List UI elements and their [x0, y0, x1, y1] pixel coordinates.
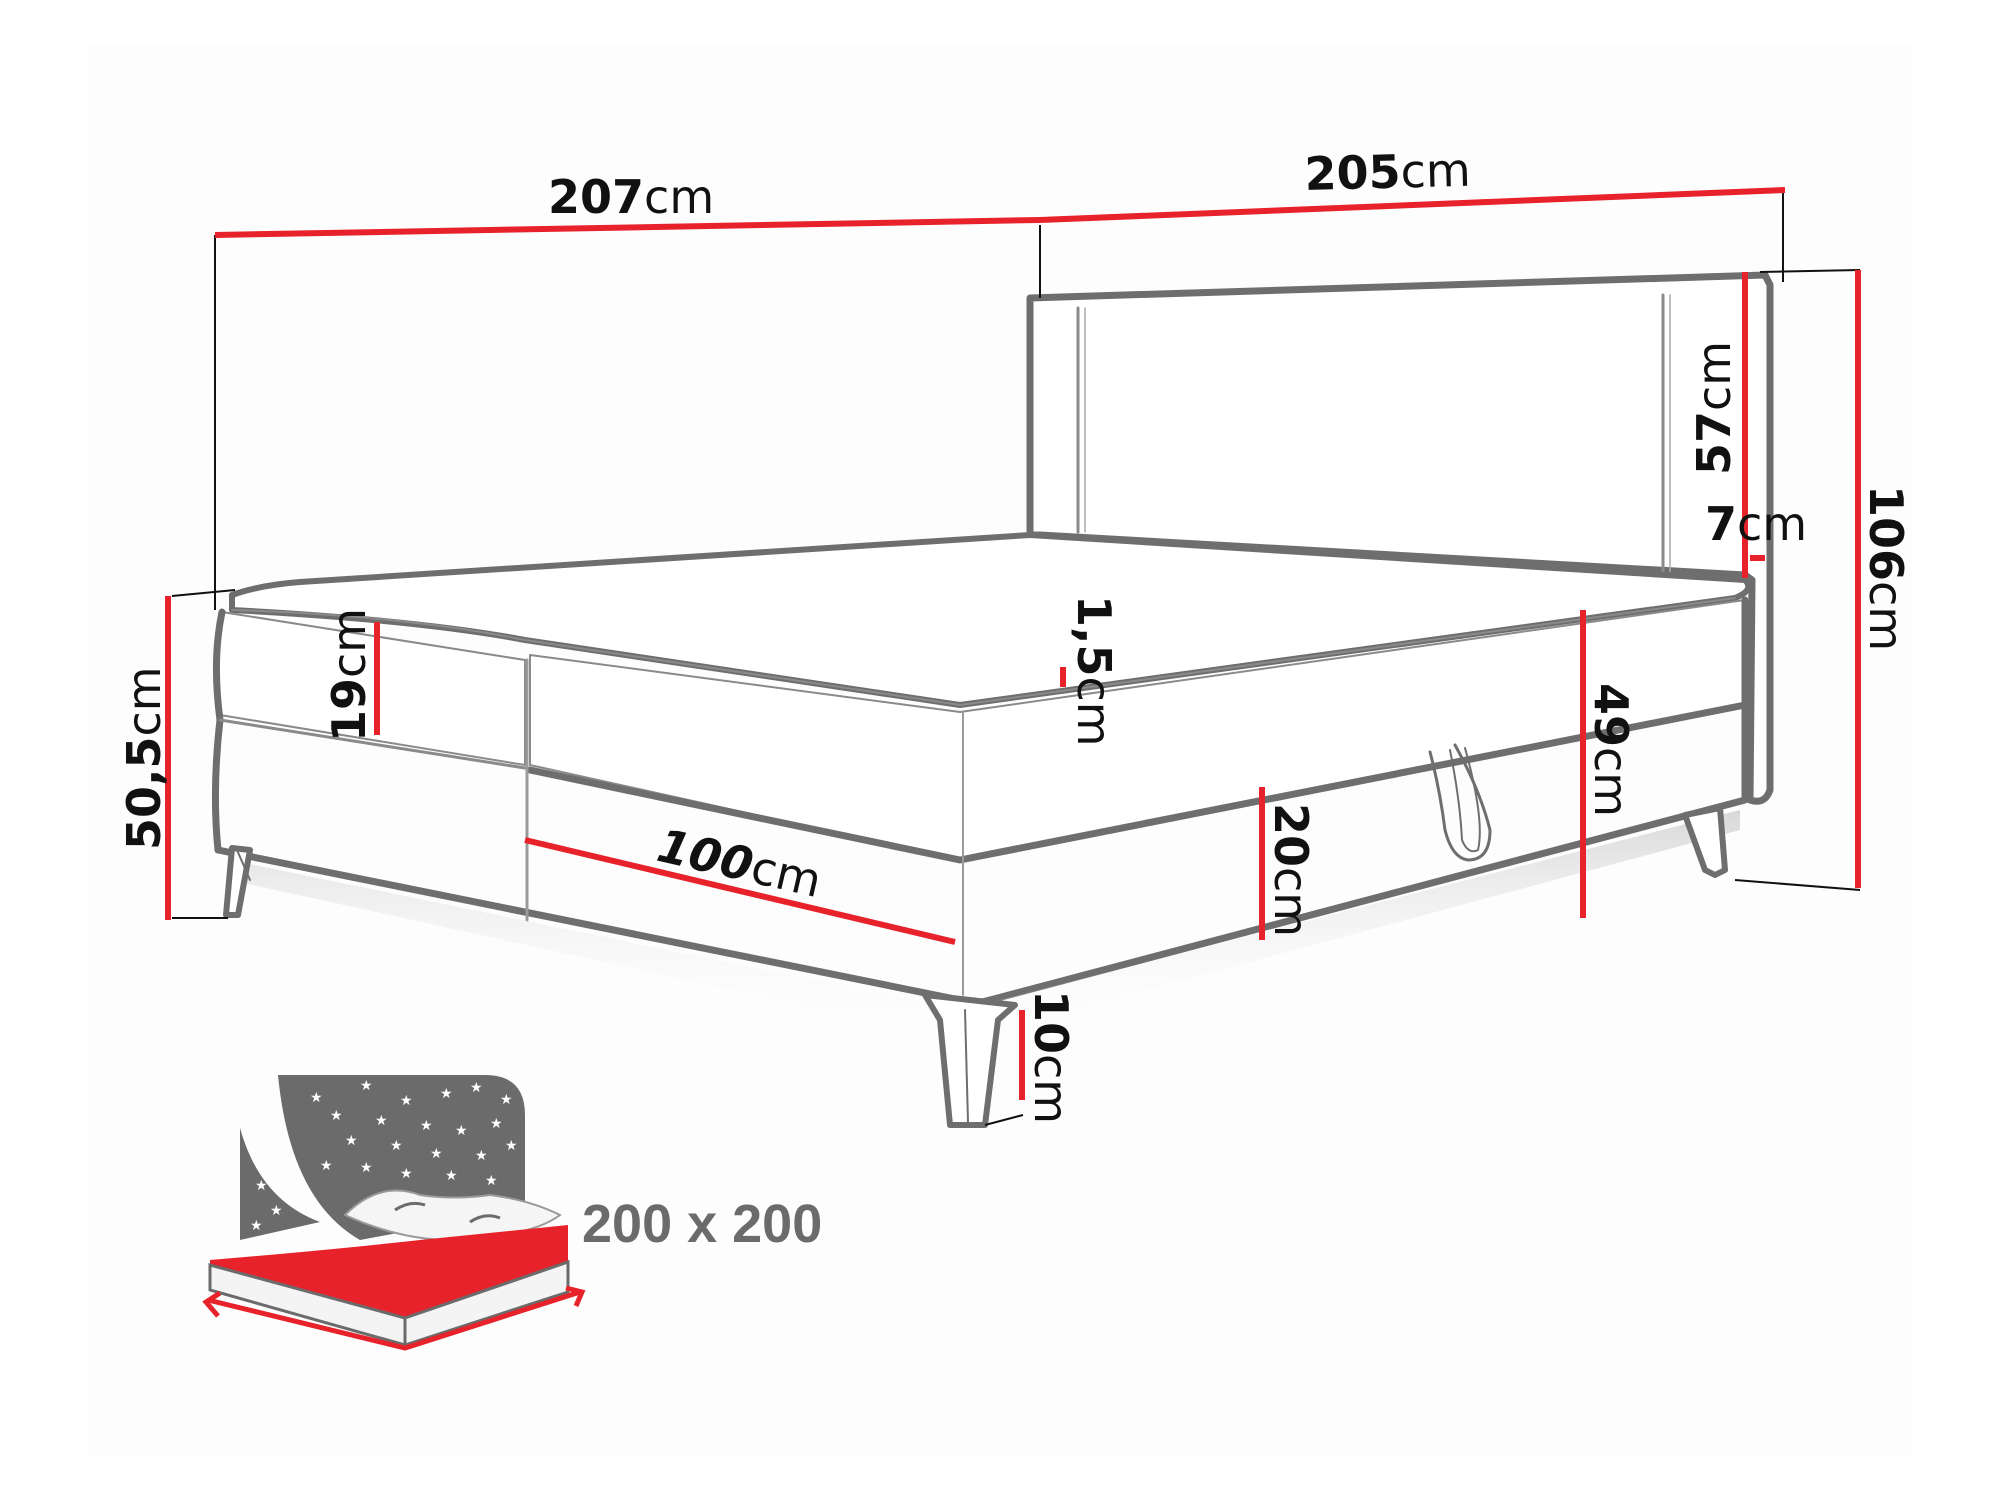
- label-207: 207cm: [548, 170, 714, 224]
- svg-text:★: ★: [505, 1138, 518, 1154]
- svg-text:★: ★: [445, 1168, 458, 1184]
- leg-front-right: [922, 992, 1018, 1128]
- bed-with-stars-icon: ★★★ ★★★ ★★★ ★★★ ★★★ ★★★ ★★★ ★★★ ★: [202, 1075, 586, 1351]
- storage-strap-icon: [1428, 743, 1492, 862]
- svg-text:★: ★: [250, 1218, 263, 1234]
- label-57: 57cm: [1687, 341, 1741, 475]
- svg-text:★: ★: [400, 1166, 413, 1182]
- label-100: 100cm: [653, 818, 827, 908]
- base-shadow: [230, 810, 1740, 1040]
- dimension-lines: [165, 187, 1861, 1100]
- label-19: 19cm: [322, 608, 376, 742]
- dim-line-205: [1039, 187, 1786, 223]
- label-20: 20cm: [1264, 803, 1318, 937]
- dim-line-100: [524, 837, 956, 945]
- label-106: 106cm: [1859, 485, 1913, 651]
- svg-text:★: ★: [400, 1093, 413, 1109]
- svg-text:★: ★: [470, 1080, 483, 1096]
- base-front-top-line: [218, 718, 527, 770]
- svg-text:★: ★: [375, 1113, 388, 1129]
- label-10: 10cm: [1024, 990, 1078, 1124]
- svg-text:★: ★: [270, 1203, 283, 1219]
- svg-text:★: ★: [300, 1193, 313, 1209]
- label-7: 7cm: [1705, 497, 1807, 551]
- mattress-size-badge: ★★★ ★★★ ★★★ ★★★ ★★★ ★★★ ★★★ ★★★ ★: [202, 1075, 822, 1351]
- extension-lines: [171, 190, 1861, 1126]
- mattress-size-label: 200 x 200: [582, 1194, 822, 1254]
- svg-text:★: ★: [360, 1160, 373, 1176]
- label-205: 205cm: [1304, 143, 1471, 201]
- svg-text:★: ★: [330, 1108, 343, 1124]
- base-side-top-line: [526, 701, 1749, 864]
- label-50-5: 50,5cm: [117, 666, 171, 850]
- svg-text:★: ★: [430, 1146, 443, 1162]
- svg-text:★: ★: [360, 1078, 373, 1094]
- dim-line-207: [214, 217, 1041, 238]
- label-1-5: 1,5cm: [1067, 595, 1121, 747]
- svg-text:★: ★: [485, 1173, 498, 1189]
- topper-edge: [231, 597, 1736, 706]
- label-49: 49cm: [1584, 683, 1638, 817]
- svg-text:★: ★: [390, 1138, 403, 1154]
- leg-back-right: [1682, 805, 1728, 878]
- svg-text:★: ★: [475, 1148, 488, 1164]
- bed-drawing: [211, 271, 1774, 1128]
- leg-front-left: [223, 845, 253, 918]
- svg-text:★: ★: [345, 1133, 358, 1149]
- svg-text:★: ★: [420, 1118, 433, 1134]
- svg-text:★: ★: [500, 1092, 513, 1108]
- svg-text:★: ★: [310, 1090, 323, 1106]
- svg-text:★: ★: [440, 1086, 453, 1102]
- svg-text:★: ★: [455, 1123, 468, 1139]
- svg-text:★: ★: [320, 1158, 333, 1174]
- svg-text:★: ★: [490, 1116, 503, 1132]
- svg-text:★: ★: [255, 1178, 268, 1194]
